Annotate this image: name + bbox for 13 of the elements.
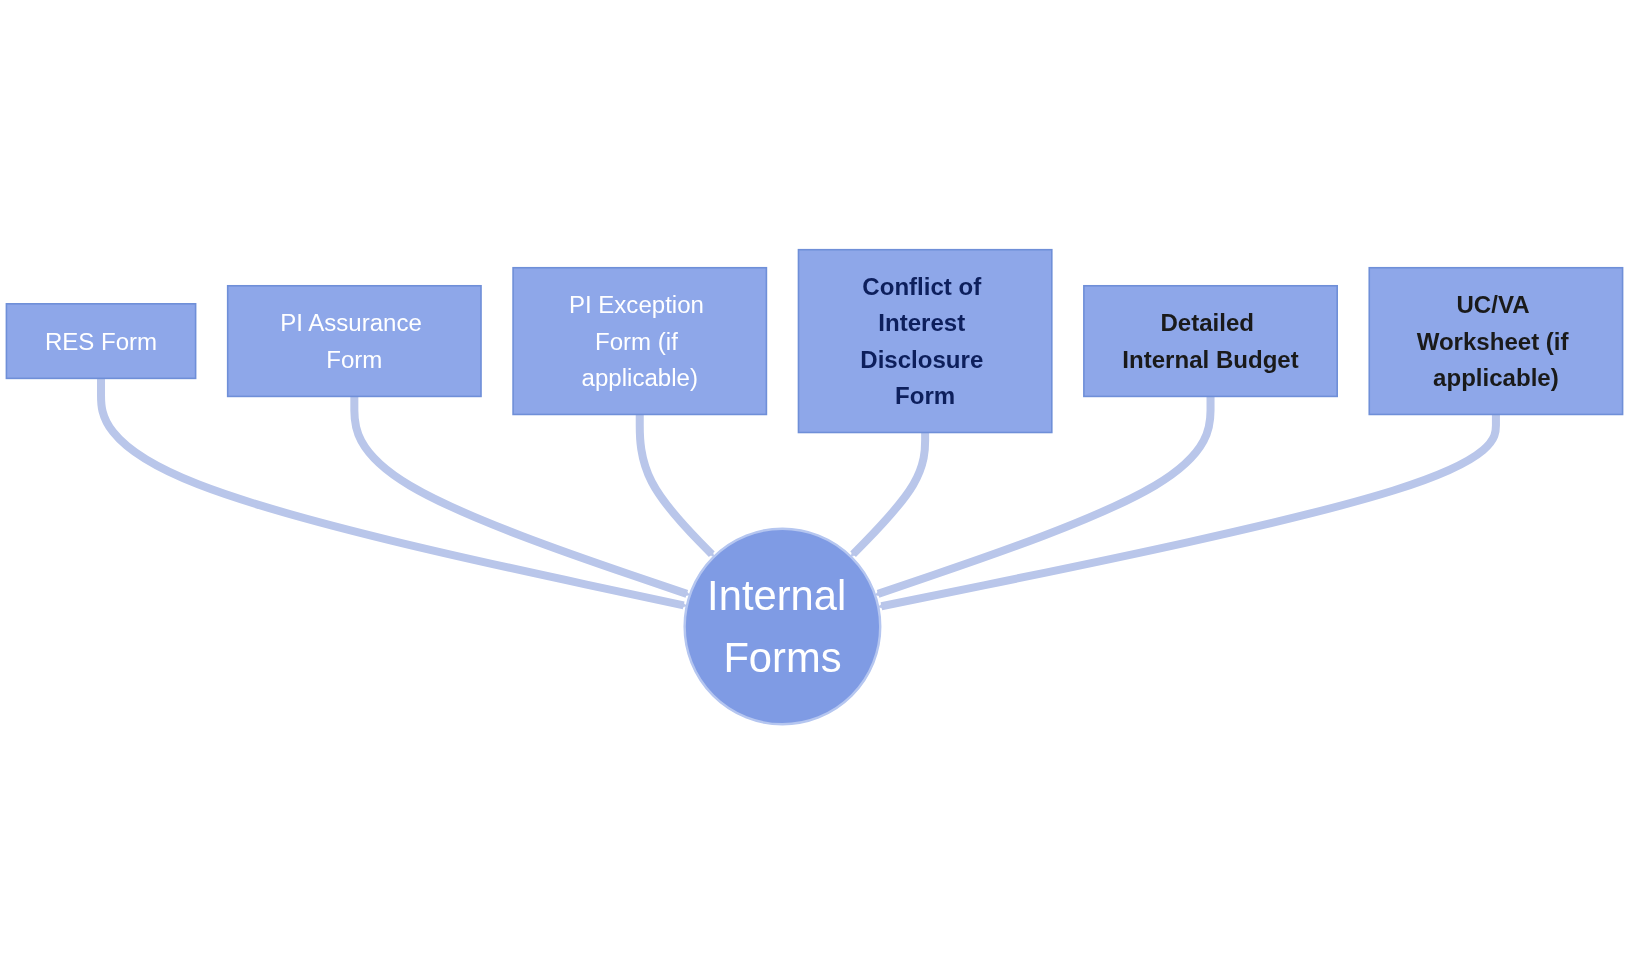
arrow (350, 396, 691, 598)
arrow (874, 396, 1215, 598)
arrow (877, 414, 1500, 611)
node-box: PI Exception Form (if applicable) (512, 266, 768, 416)
node-box: Detailed Internal Budget (1083, 284, 1338, 398)
node-circle: Internal Forms (683, 527, 882, 726)
node-box: Conflict of Interest Disclosure Form (797, 248, 1053, 434)
node-box: PI Assurance Form (226, 284, 482, 398)
node-box: RES Form (5, 303, 197, 380)
arrow (850, 432, 930, 558)
arrow (635, 414, 715, 558)
arrow (97, 378, 688, 610)
node-box: UC/VA Worksheet (if applicable) (1368, 266, 1624, 416)
